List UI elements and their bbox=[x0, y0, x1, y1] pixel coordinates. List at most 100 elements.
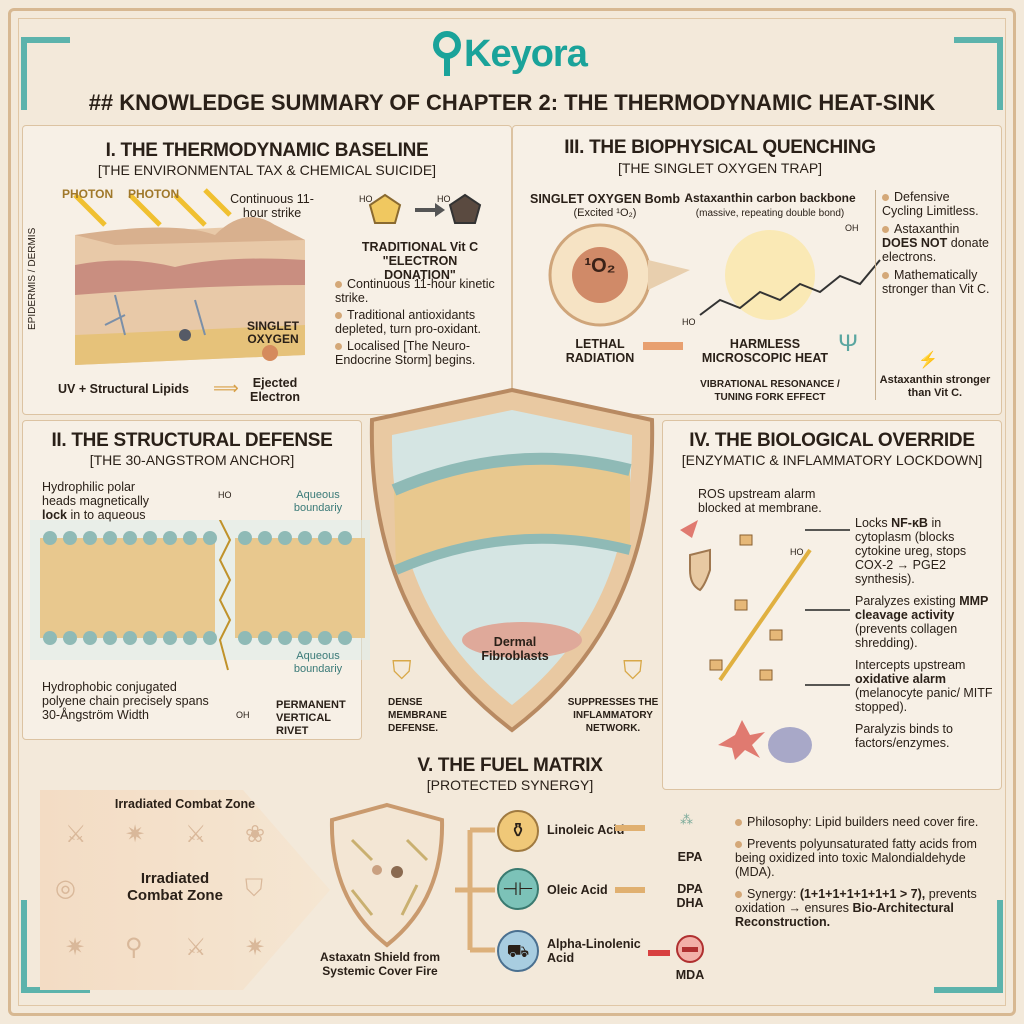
section-3-subheading: [THE SINGLET OXYGEN TRAP] bbox=[617, 160, 823, 176]
lockdown-illustration bbox=[680, 520, 812, 763]
truck-icon: ⛟ bbox=[497, 930, 539, 972]
note-nfkb: Locks NF-κB in cytoplasm (blocks cytokin… bbox=[855, 516, 967, 586]
polar-heads-label: Hydrophilic polar heads magnetically loc… bbox=[42, 480, 150, 522]
ho-label: HO bbox=[790, 547, 804, 557]
section-5-heading: V. THE FUEL MATRIX bbox=[417, 755, 603, 776]
note-mmp: Paralyzes existing MMP cleavage activity… bbox=[855, 594, 989, 650]
ros-label: ROS upstream alarm blocked at membrane. bbox=[698, 487, 822, 515]
section-2-heading: II. THE STRUCTURAL DEFENSE bbox=[51, 430, 333, 451]
blocked-icon bbox=[676, 935, 704, 963]
fibroblasts-label: Dermal Fibroblasts bbox=[481, 635, 549, 663]
singlet-oxygen-label: SINGLET OXYGEN bbox=[246, 319, 299, 346]
section-3-footer: Astaxanthin stronger than Vit C. bbox=[879, 374, 991, 399]
polyene-chain-label: Hydrophobic conjugated polyene chain pre… bbox=[42, 680, 209, 722]
ho-label: HO bbox=[682, 317, 696, 327]
section-5-notes: Philosophy: Lipid builders need cover fi… bbox=[735, 815, 990, 929]
spoon-icon: ⚲ bbox=[125, 934, 143, 961]
central-shield-illustration bbox=[369, 387, 655, 733]
note-2: Astaxanthin DOES NOT donate electrons. bbox=[882, 222, 990, 264]
astaxanthin-shield-icon bbox=[329, 802, 445, 948]
swords-icon: ⚔ bbox=[185, 934, 207, 961]
section-5-subheading: [PROTECTED SYNERGY] bbox=[426, 777, 594, 793]
photon-label-2: PHOTON bbox=[128, 187, 180, 201]
shield-icon: ⛉ bbox=[623, 655, 643, 685]
note-3: Localised [The Neuro-Endocrine Storm] be… bbox=[335, 339, 476, 367]
acid-3-label: Alpha-Linolenic Acid bbox=[547, 937, 641, 965]
rivet-label: PERMANENT VERTICAL RIVET bbox=[276, 699, 346, 737]
arrow-right-icon: ⟹ bbox=[213, 378, 239, 398]
arrow-right-icon bbox=[643, 342, 683, 350]
vitamin-c-molecule-icon bbox=[368, 193, 482, 224]
aqueous-label-top: Aqueous boundariy bbox=[293, 489, 343, 514]
note-1: Philosophy: Lipid builders need cover fi… bbox=[735, 815, 990, 829]
harmless-heat-label: HARMLESS MICROSCOPIC HEAT bbox=[701, 337, 829, 365]
key-icon bbox=[433, 31, 461, 76]
section-3-heading: III. THE BIOPHYSICAL QUENCHING bbox=[564, 137, 876, 158]
section-3-notes: Defensive Cycling Limitless. Astaxanthin… bbox=[882, 190, 992, 296]
swords-icon: ⚔ bbox=[185, 821, 207, 848]
singlet-oxygen-symbol: ¹O₂ bbox=[584, 255, 616, 277]
note-oxidative: Intercepts upstream oxidative alarm (mel… bbox=[855, 658, 993, 714]
target-icon: ◎ bbox=[55, 875, 76, 902]
strike-label: Continuous 11-hour strike bbox=[230, 192, 314, 220]
arrow-right-icon bbox=[648, 950, 670, 956]
section-1-heading: I. THE THERMODYNAMIC BASELINE bbox=[105, 140, 429, 161]
note-3: Mathematically stronger than Vit C. bbox=[882, 268, 990, 296]
suppresses-label: SUPPRESSES THE INFLAMMATORY NETWORK. bbox=[567, 697, 659, 734]
bomb-label: SINGLET OXYGEN Bomb bbox=[529, 192, 680, 206]
shield-icon: ⛉ bbox=[245, 875, 263, 902]
section-2-subheading: [THE 30-ANGSTROM ANCHOR] bbox=[89, 452, 295, 468]
note-2: Traditional antioxidants depleted, turn … bbox=[335, 308, 481, 336]
skin-cross-section-illustration bbox=[73, 188, 305, 365]
acid-2-output: DPA DHA bbox=[676, 882, 704, 910]
divider bbox=[875, 190, 876, 400]
note-1: Continuous 11-hour kinetic strike. bbox=[335, 277, 495, 305]
pointer-arrows bbox=[805, 529, 850, 686]
combat-zone-title: Irradiated Combat Zone bbox=[114, 797, 256, 811]
mortar-icon: ⚱ bbox=[497, 810, 539, 852]
vitc-ho-label-1: HO bbox=[359, 194, 373, 204]
section-4-panel bbox=[662, 420, 1002, 790]
resonance-label: VIBRATIONAL RESONANCE / TUNING FORK EFFE… bbox=[700, 379, 840, 403]
molecule-icon: ⁂ bbox=[680, 812, 693, 827]
arrow-right-icon bbox=[615, 825, 645, 831]
note-paralyzis: Paralyzis binds to factors/enzymes. bbox=[855, 722, 953, 750]
uv-lipids-label: UV + Structural Lipids bbox=[58, 382, 189, 396]
backbone-sub-label: (massive, repeating double bond) bbox=[695, 208, 845, 219]
combat-zone-label: Irradiated Combat Zone bbox=[127, 870, 223, 904]
vitc-label: TRADITIONAL Vit C "ELECTRON DONATION" bbox=[361, 240, 479, 282]
section-1-subheading: [THE ENVIRONMENTAL TAX & CHEMICAL SUICID… bbox=[97, 162, 437, 178]
acid-2-label: Oleic Acid bbox=[547, 883, 608, 897]
section-4-notes: Locks NF-κB in cytoplasm (blocks cytokin… bbox=[855, 516, 997, 750]
lipid-bilayer-illustration bbox=[30, 520, 370, 671]
acid-3-output: MDA bbox=[675, 968, 705, 982]
note-1: Defensive Cycling Limitless. bbox=[882, 190, 979, 218]
acid-1-output: EPA bbox=[677, 850, 703, 864]
shield-icon: ⛉ bbox=[392, 655, 412, 685]
section-4-subheading: [ENZYMATIC & INFLAMMATORY LOCKDOWN] bbox=[681, 452, 983, 468]
quenching-illustration bbox=[548, 223, 881, 327]
swords-icon: ⚔ bbox=[65, 821, 87, 848]
excited-label: (Excited ¹O₂) bbox=[573, 207, 637, 219]
acid-1-label: Linoleic Acid bbox=[547, 823, 625, 837]
oh-label: OH bbox=[236, 710, 250, 720]
layer-label: EPIDERMIS / DERMIS bbox=[27, 227, 38, 330]
brand-logo: Keyora bbox=[430, 30, 588, 78]
note-3: Synergy: (1+1+1+1+1+1+1 > 7), prevents o… bbox=[735, 887, 977, 929]
arrow-right-icon bbox=[615, 887, 645, 893]
section-4-heading: IV. THE BIOLOGICAL OVERRIDE bbox=[689, 430, 975, 451]
burst-icon: ✷ bbox=[245, 934, 266, 961]
outer-frame bbox=[8, 8, 1016, 1016]
burst-icon: ✷ bbox=[65, 934, 86, 961]
lethal-radiation-label: LETHAL RADIATION bbox=[565, 337, 635, 365]
burst-icon: ✷ bbox=[125, 821, 146, 848]
ejected-electron-label: Ejected Electron bbox=[249, 376, 300, 404]
logo-text: Keyora bbox=[464, 32, 588, 75]
aqueous-label-bottom: Aqueous boundariy bbox=[293, 650, 343, 675]
lightning-icon: ⚡ bbox=[918, 352, 938, 369]
branch-arrows bbox=[455, 827, 495, 953]
note-2: Prevents polyunsaturated fatty acids fro… bbox=[735, 837, 977, 879]
backbone-label: Astaxanthin carbon backbone bbox=[684, 191, 856, 205]
shield-caption: Astaxatn Shield from Systemic Cover Fire bbox=[319, 950, 441, 978]
